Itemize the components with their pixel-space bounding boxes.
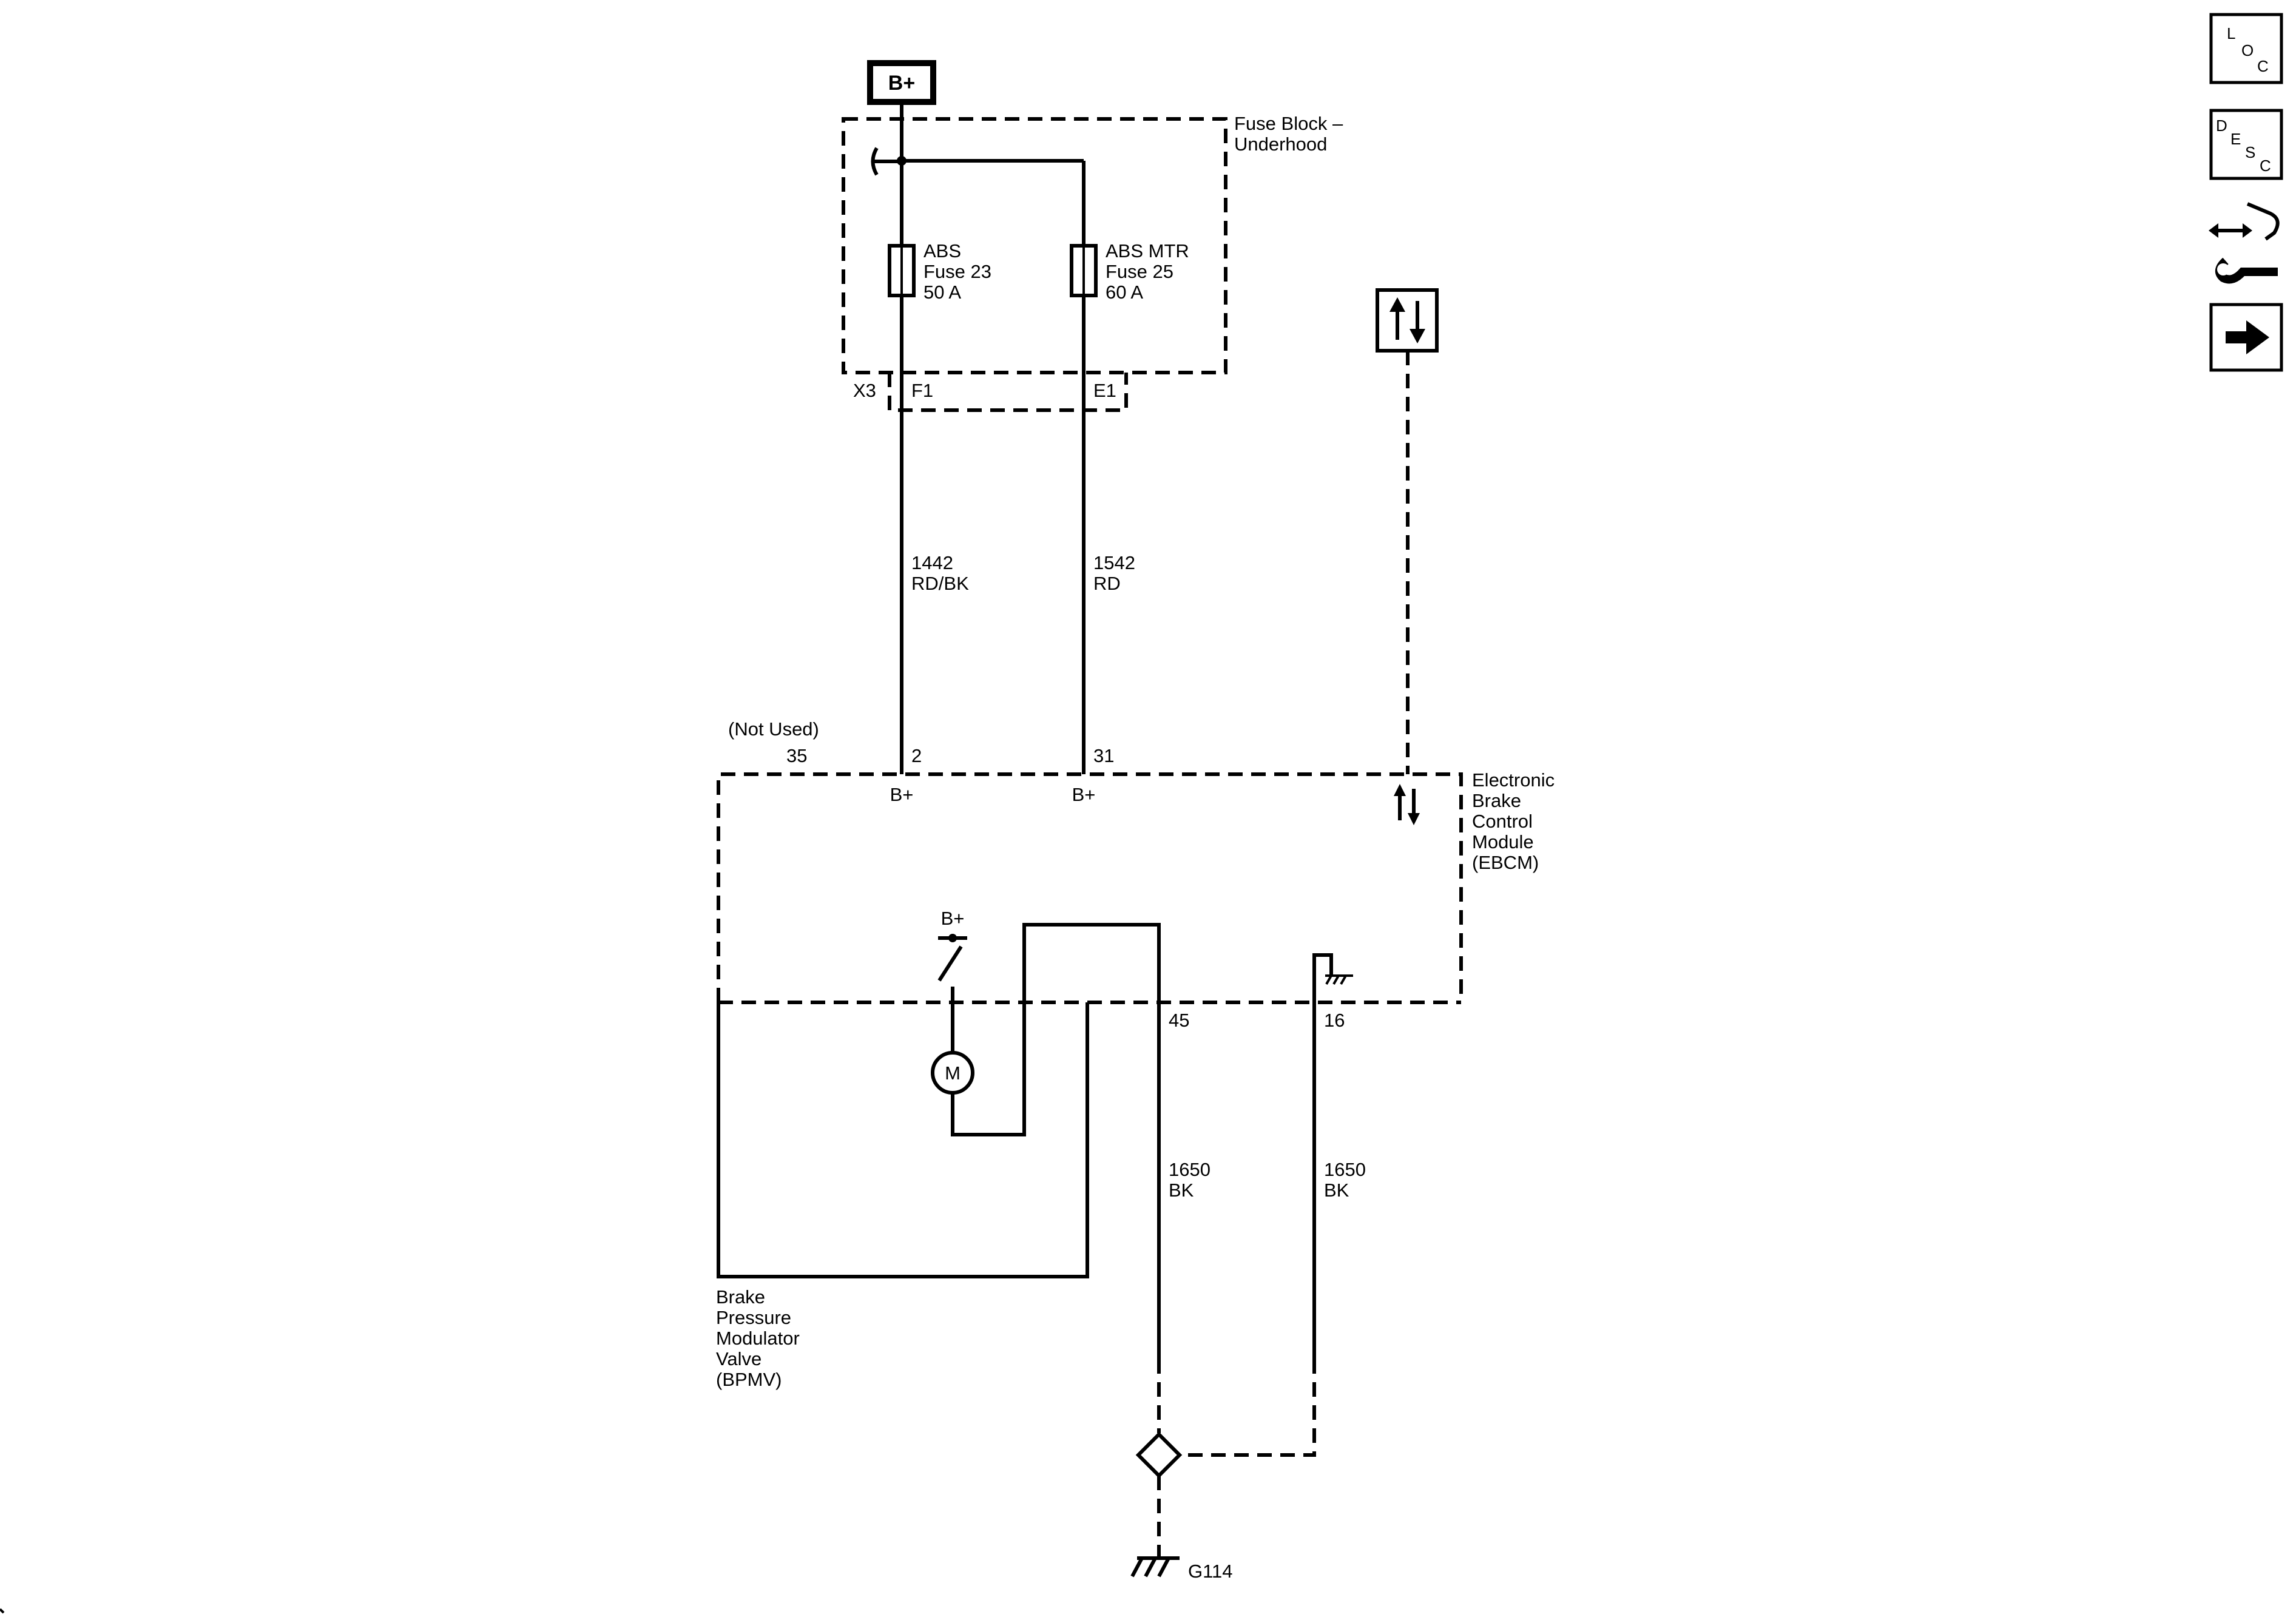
motor-ground-wire: [951, 923, 1161, 1359]
x3-connector-label: X3: [853, 380, 876, 401]
ebcm-name-2: Brake: [1472, 790, 1521, 811]
pin-45: 45: [1169, 1010, 1189, 1031]
svg-text:S: S: [2245, 143, 2255, 161]
not-used-label: (Not Used): [728, 718, 819, 740]
fuse-23-line1: ABS: [923, 240, 961, 262]
ebcm-name-5: (EBCM): [1472, 852, 1539, 873]
svg-text:C: C: [2260, 157, 2271, 175]
bpmv-outline: [717, 1002, 1089, 1278]
ebcm-name-3: Control: [1472, 811, 1533, 832]
fuse-25-line3: 60 A: [1106, 282, 1143, 303]
ground-splice-diamond: [1135, 1431, 1183, 1479]
wire-1650-b-color: BK: [1324, 1180, 1349, 1201]
desc-icon[interactable]: D E S C: [2209, 109, 2283, 180]
pin-31-b-plus: B+: [1072, 784, 1096, 805]
fuse-25-line2: Fuse 25: [1106, 261, 1173, 282]
fuse-25-line1: ABS MTR: [1106, 240, 1189, 262]
terminal-e1: E1: [1093, 380, 1116, 401]
ebcm-outline: [717, 772, 1463, 1002]
fuse-block-title-1: Fuse Block –: [1234, 113, 1343, 134]
ebcm-name-4: Module: [1472, 831, 1534, 852]
next-arrow-icon[interactable]: [2209, 303, 2283, 372]
fuse-block-title-2: Underhood: [1234, 133, 1327, 155]
b-plus-source: B+: [867, 60, 936, 105]
serial-data-icon: [1376, 288, 1439, 353]
ebcm-ground-wire: [1312, 953, 1333, 1359]
corner-mark: [0, 1608, 5, 1614]
motor-relay-switch: [937, 945, 963, 982]
wire-1542-color: RD: [1093, 573, 1121, 594]
wire-1650-b-circuit: 1650: [1324, 1159, 1366, 1180]
bpmv-name-5: (BPMV): [716, 1369, 782, 1390]
pin-16: 16: [1324, 1010, 1345, 1031]
svg-text:C: C: [2257, 57, 2269, 75]
svg-text:E: E: [2230, 130, 2241, 148]
pin-2: 2: [911, 745, 922, 766]
pin-2-b-plus: B+: [890, 784, 914, 805]
pin-35: 35: [786, 745, 807, 766]
ebcm-internal-ground-icon: [1325, 974, 1353, 985]
connector-repair-icon[interactable]: [2209, 202, 2280, 284]
wire-1442-color: RD/BK: [911, 573, 969, 594]
svg-text:L: L: [2227, 24, 2235, 42]
fuse-block-outline: [842, 117, 1227, 374]
bpmv-name-3: Modulator: [716, 1328, 800, 1349]
pin-31: 31: [1093, 745, 1114, 766]
fuse-23-line3: 50 A: [923, 282, 961, 303]
wire-1650-a-color: BK: [1169, 1180, 1194, 1201]
wire-1442-circuit: 1442: [911, 552, 953, 573]
ground-splice-dashed: [1180, 1359, 1316, 1457]
bpmv-name-2: Pressure: [716, 1307, 791, 1328]
bpmv-name-4: Valve: [716, 1348, 761, 1369]
ebcm-name-1: Electronic: [1472, 769, 1555, 791]
loc-icon[interactable]: L O C: [2209, 13, 2283, 84]
terminal-f1: F1: [911, 380, 933, 401]
svg-text:D: D: [2216, 116, 2227, 135]
motor-b-plus: B+: [941, 908, 965, 929]
bpmv-name-1: Brake: [716, 1286, 765, 1308]
ground-g114-label: G114: [1188, 1561, 1233, 1582]
wire-1542-circuit: 1542: [1093, 552, 1135, 573]
b-plus-label: B+: [888, 72, 915, 95]
serial-data-arrows-icon: [1394, 784, 1420, 825]
svg-text:O: O: [2241, 41, 2254, 59]
chassis-ground-icon: [1130, 1556, 1180, 1578]
wire-1650-a-circuit: 1650: [1169, 1159, 1210, 1180]
pump-motor-label: M: [945, 1062, 961, 1084]
fuse-23-line2: Fuse 23: [923, 261, 991, 282]
